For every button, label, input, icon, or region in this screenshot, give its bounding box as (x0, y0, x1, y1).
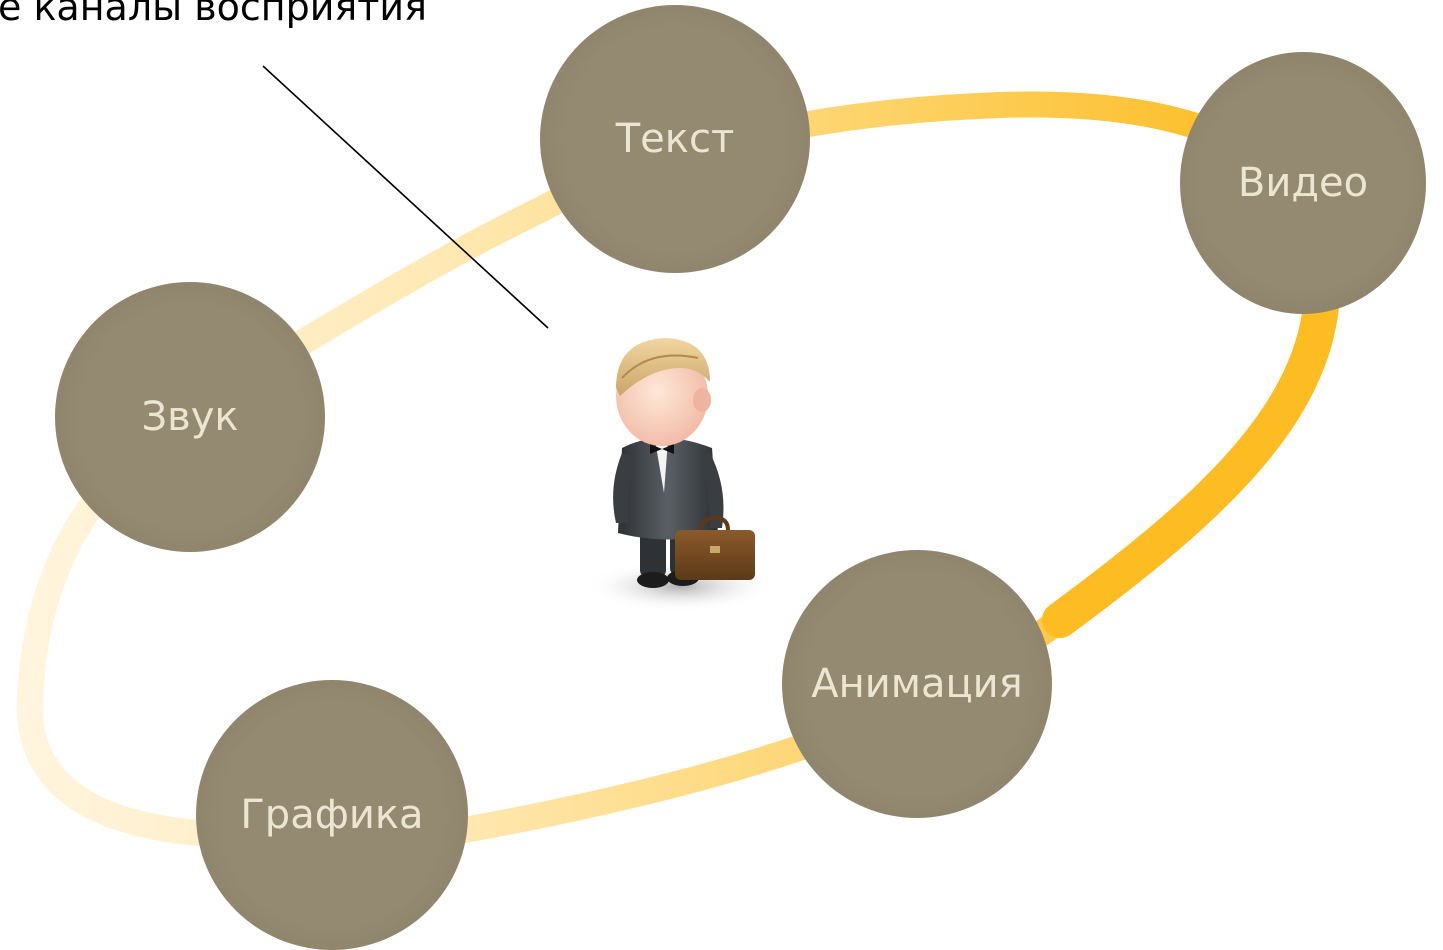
node-graphics: Графика (196, 680, 468, 950)
node-sound: Звук (55, 282, 325, 552)
pointer-line (262, 65, 549, 329)
node-text: Текст (540, 5, 810, 273)
node-animation-label: Анимация (811, 661, 1023, 707)
diagram-caption: е каналы восприятия (0, 0, 427, 29)
businessman-with-briefcase-icon (550, 318, 775, 618)
node-video: Видео (1180, 52, 1426, 314)
node-text-label: Текст (615, 116, 735, 162)
node-graphics-label: Графика (240, 792, 424, 838)
node-sound-label: Звук (141, 394, 239, 440)
node-animation: Анимация (782, 550, 1052, 818)
node-video-label: Видео (1237, 160, 1369, 206)
